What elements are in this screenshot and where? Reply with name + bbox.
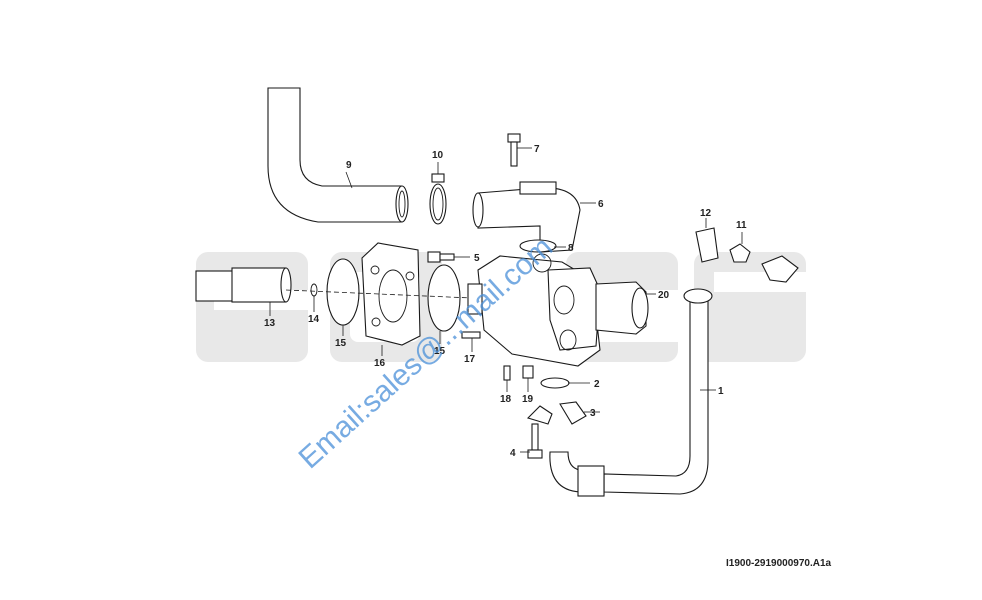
callout-9: 9 [346,160,352,171]
callout-4: 4 [510,448,516,459]
part-6-elbow-fitting [472,181,581,253]
callout-13: 13 [264,318,276,329]
part-17-stud [461,331,481,339]
assembly-axis-line [285,289,473,299]
callout-leaders [269,147,743,453]
part-4-bolt [527,423,543,459]
callout-12: 12 [700,208,712,219]
callout-17: 17 [464,354,476,365]
callout-2: 2 [594,379,600,390]
callout-11: 11 [736,220,747,231]
callout-1: 1 [718,386,724,397]
part-7-bolt [507,133,521,167]
part-15-o-ring-left [326,258,360,326]
part-14-snap-ring [310,283,318,297]
callout-14: 14 [308,314,320,325]
part-18-pin [503,365,511,381]
part-1-pipe [549,288,713,497]
callout-5: 5 [474,253,480,264]
part-9-bent-hose [267,87,409,223]
callout-19: 19 [522,394,534,405]
callout-10: 10 [432,150,444,161]
callout-16: 16 [374,358,386,369]
part-15-o-ring-right [427,264,461,332]
part-16-flange [361,242,421,346]
part-11-nut [729,243,751,263]
part-10-hose-clamp [429,173,447,225]
part-11-cap [761,255,799,283]
part-8-o-ring [519,239,557,253]
pump-assembly [467,253,601,367]
callout-labels: 1 2 3 4 5 6 7 8 9 10 11 12 13 14 15 15 1… [264,144,747,459]
part-3-split-flange [526,401,587,425]
callout-20: 20 [658,290,670,301]
part-13-tube [195,267,292,303]
callout-7: 7 [534,144,540,155]
callout-8: 8 [568,243,574,254]
part-20-motor [595,281,649,335]
callout-18: 18 [500,394,512,405]
callout-6: 6 [598,199,604,210]
document-id: I1900-2919000970.A1a [726,558,832,569]
callout-15-right: 15 [434,346,446,357]
part-2-o-ring [540,377,570,389]
callout-15-left: 15 [335,338,347,349]
part-12-fitting [695,227,719,263]
part-5-socket-screw [427,251,455,263]
part-19-nut [522,365,534,379]
callout-3: 3 [590,408,596,419]
